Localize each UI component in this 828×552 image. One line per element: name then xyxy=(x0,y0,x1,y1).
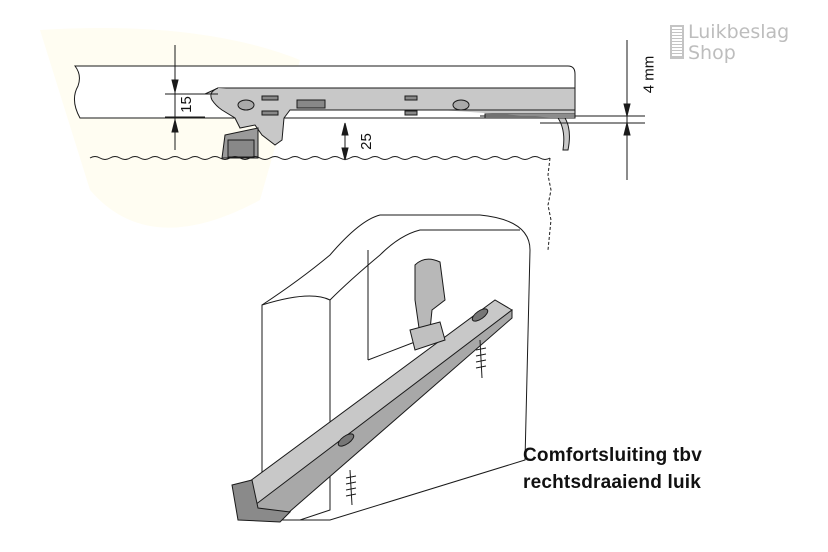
shutter-icon xyxy=(670,25,684,59)
dimension-15: 15 xyxy=(177,96,195,113)
logo-line-1: Luikbeslag xyxy=(688,21,790,43)
logo-line-2: Shop xyxy=(688,42,736,64)
side-view xyxy=(73,40,645,251)
catch-pad xyxy=(227,139,255,158)
break-line xyxy=(547,157,552,251)
screw xyxy=(345,469,357,506)
caption-line-2: rechtsdraaiend luik xyxy=(523,472,702,493)
screw-slot xyxy=(452,99,470,111)
caption-line-1: Comfortsluiting tbv xyxy=(523,445,703,466)
floor-line xyxy=(89,156,551,160)
dimension-4mm: 4 mm xyxy=(640,55,658,94)
caption: Comfortsluiting tbv rechtsdraaiend luik xyxy=(523,442,702,496)
perspective-view xyxy=(231,214,531,523)
end-cap xyxy=(231,479,292,523)
brand-logo: Luikbeslag Shop xyxy=(670,22,789,64)
dimension-25: 25 xyxy=(357,133,375,150)
screw xyxy=(475,339,487,379)
screw-slot xyxy=(237,99,255,111)
